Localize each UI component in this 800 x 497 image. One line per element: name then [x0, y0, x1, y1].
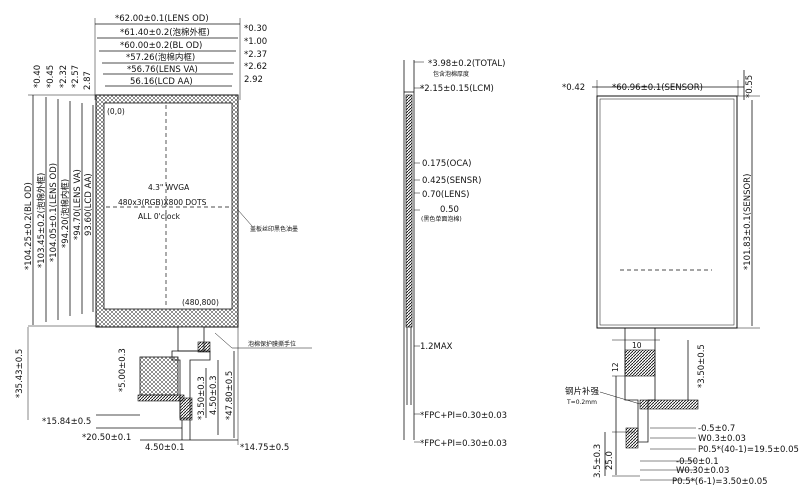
side-layer-oca: 0.175(OCA)	[422, 159, 471, 169]
fpc-dim-4-50-b: 4.50±0.3	[209, 375, 219, 415]
sensor-tail-10: 10	[632, 341, 642, 350]
origin-label: (0,0)	[107, 107, 125, 116]
top-right-dim-2: *1.00	[244, 37, 267, 47]
sensor-top-left: *0.42	[562, 83, 585, 93]
side-layer-lens: 0.70(LENS)	[422, 190, 469, 200]
end-label: (480,800)	[182, 298, 219, 307]
top-dim-lens-va: *56.76(LENS VA)	[127, 65, 198, 75]
left-small-dim-3: *2.32	[59, 65, 69, 88]
side-view: *3.98±0.2(TOTAL) 包含泡棉厚度 *2.15±0.15(LCM) …	[403, 59, 507, 449]
note-tape: 泡棉保护膜撕手位	[248, 340, 296, 348]
pin-dim-2: W0.3±0.03	[698, 434, 746, 444]
center-text-view: ALL 0'clock	[138, 212, 181, 221]
top-dim-lens-od: *62.00±0.1(LENS OD)	[115, 14, 209, 24]
sensor-height: *101.83±0.1(SENSOR)	[743, 174, 753, 270]
left-small-dim-2: *0.45	[46, 65, 56, 88]
sensor-top-right: *0.55	[745, 75, 755, 98]
top-right-dim-4: *2.62	[244, 62, 267, 72]
stiffener-label: 钢片补强	[565, 386, 600, 397]
center-text-resolution: 480x3(RGB)X800 DOTS	[118, 198, 207, 207]
side-lcm: *2.15±0.15(LCM)	[420, 84, 494, 94]
fpc-dim-35-43: *35.43±0.5	[15, 349, 25, 398]
fpc-dim-14-75: *14.75±0.5	[240, 443, 289, 453]
fpc-dim-15-84: *15.84±0.5	[42, 417, 91, 427]
left-dim-lens-od: *104.05±0.1(LENS OD)	[49, 163, 59, 262]
fpc-dim-4-50: 4.50±0.1	[145, 443, 185, 453]
top-right-dim-3: *2.37	[244, 50, 267, 60]
pin-dim-1: -0.5±0.7	[698, 424, 735, 434]
sensor-tail-3-50: *3.50±0.5	[697, 344, 707, 388]
top-right-dim-1: *0.30	[244, 24, 267, 34]
sensor-view: *0.42 *60.96±0.1(SENSOR) *0.55 *101.83±0…	[562, 70, 799, 487]
pin-dim-4: -0.50±0.1	[676, 457, 719, 467]
fpc-dim-5-00: *5.00±0.3	[118, 348, 128, 392]
side-layer-foam: 0.50	[440, 205, 459, 215]
pin-dim-6: P0.5*(6-1)=3.50±0.05	[672, 477, 768, 487]
left-small-dim-4: *2.57	[71, 65, 81, 88]
top-dim-lcd-aa: 56.16(LCD AA)	[130, 77, 193, 87]
pin-dim-5: W0.30±0.03	[676, 466, 729, 476]
sensor-tail-3-5: 3.5±0.3	[593, 444, 603, 478]
side-layer-foam-note: (黑色单面泡棉)	[421, 215, 462, 223]
left-dim-foam-outer: *103.45±0.2(泡棉外框)	[36, 173, 47, 268]
left-dim-lcd-aa: 93.60(LCD AA)	[84, 173, 94, 236]
front-view: *62.00±0.1(LENS OD) *61.40±0.2(泡棉外框) *60…	[15, 14, 312, 453]
side-fpc-1: *FPC+PI=0.30±0.03	[420, 411, 507, 421]
fpc-dim-3-50: *3.50±0.3	[197, 376, 207, 420]
pin-dim-3: P0.5*(40-1)=19.5±0.05	[698, 445, 799, 455]
side-max: 1.2MAX	[420, 342, 453, 352]
sensor-tail-12: 12	[611, 362, 620, 372]
left-small-dim-5: 2.87	[83, 71, 93, 90]
top-dim-bl-od: *60.00±0.2(BL OD)	[120, 41, 202, 51]
side-total: *3.98±0.2(TOTAL)	[428, 59, 505, 69]
side-layer-sensor: 0.425(SENSR)	[422, 176, 481, 186]
sensor-width: *60.96±0.1(SENSOR)	[612, 83, 703, 93]
center-text-size: 4.3" WVGA	[148, 183, 190, 192]
stiffener-thickness: T=0.2mm	[566, 399, 597, 406]
fpc-dim-20-50: *20.50±0.1	[82, 433, 131, 443]
left-dim-foam-inner: *94.20(泡棉内框)	[60, 179, 71, 248]
sensor-tail-25: 25.0	[605, 451, 615, 470]
left-dim-bl-od: *104.25±0.2(BL OD)	[24, 182, 34, 270]
side-total-note: 包含泡棉厚度	[433, 70, 469, 78]
side-fpc-2: *FPC+PI=0.30±0.03	[420, 439, 507, 449]
left-dim-lens-va: *94.70(LENS VA)	[73, 169, 83, 240]
top-dim-foam-inner: *57.26(泡棉内框)	[126, 52, 195, 63]
left-small-dim-1: *0.40	[33, 65, 43, 88]
note-ink: 盖板丝印黑色油墨	[250, 225, 298, 233]
top-dim-foam-outer: *61.40±0.2(泡棉外框)	[120, 27, 210, 38]
top-right-dim-5: 2.92	[244, 75, 263, 85]
fpc-dim-47-80: *47.80±0.5	[225, 371, 235, 420]
